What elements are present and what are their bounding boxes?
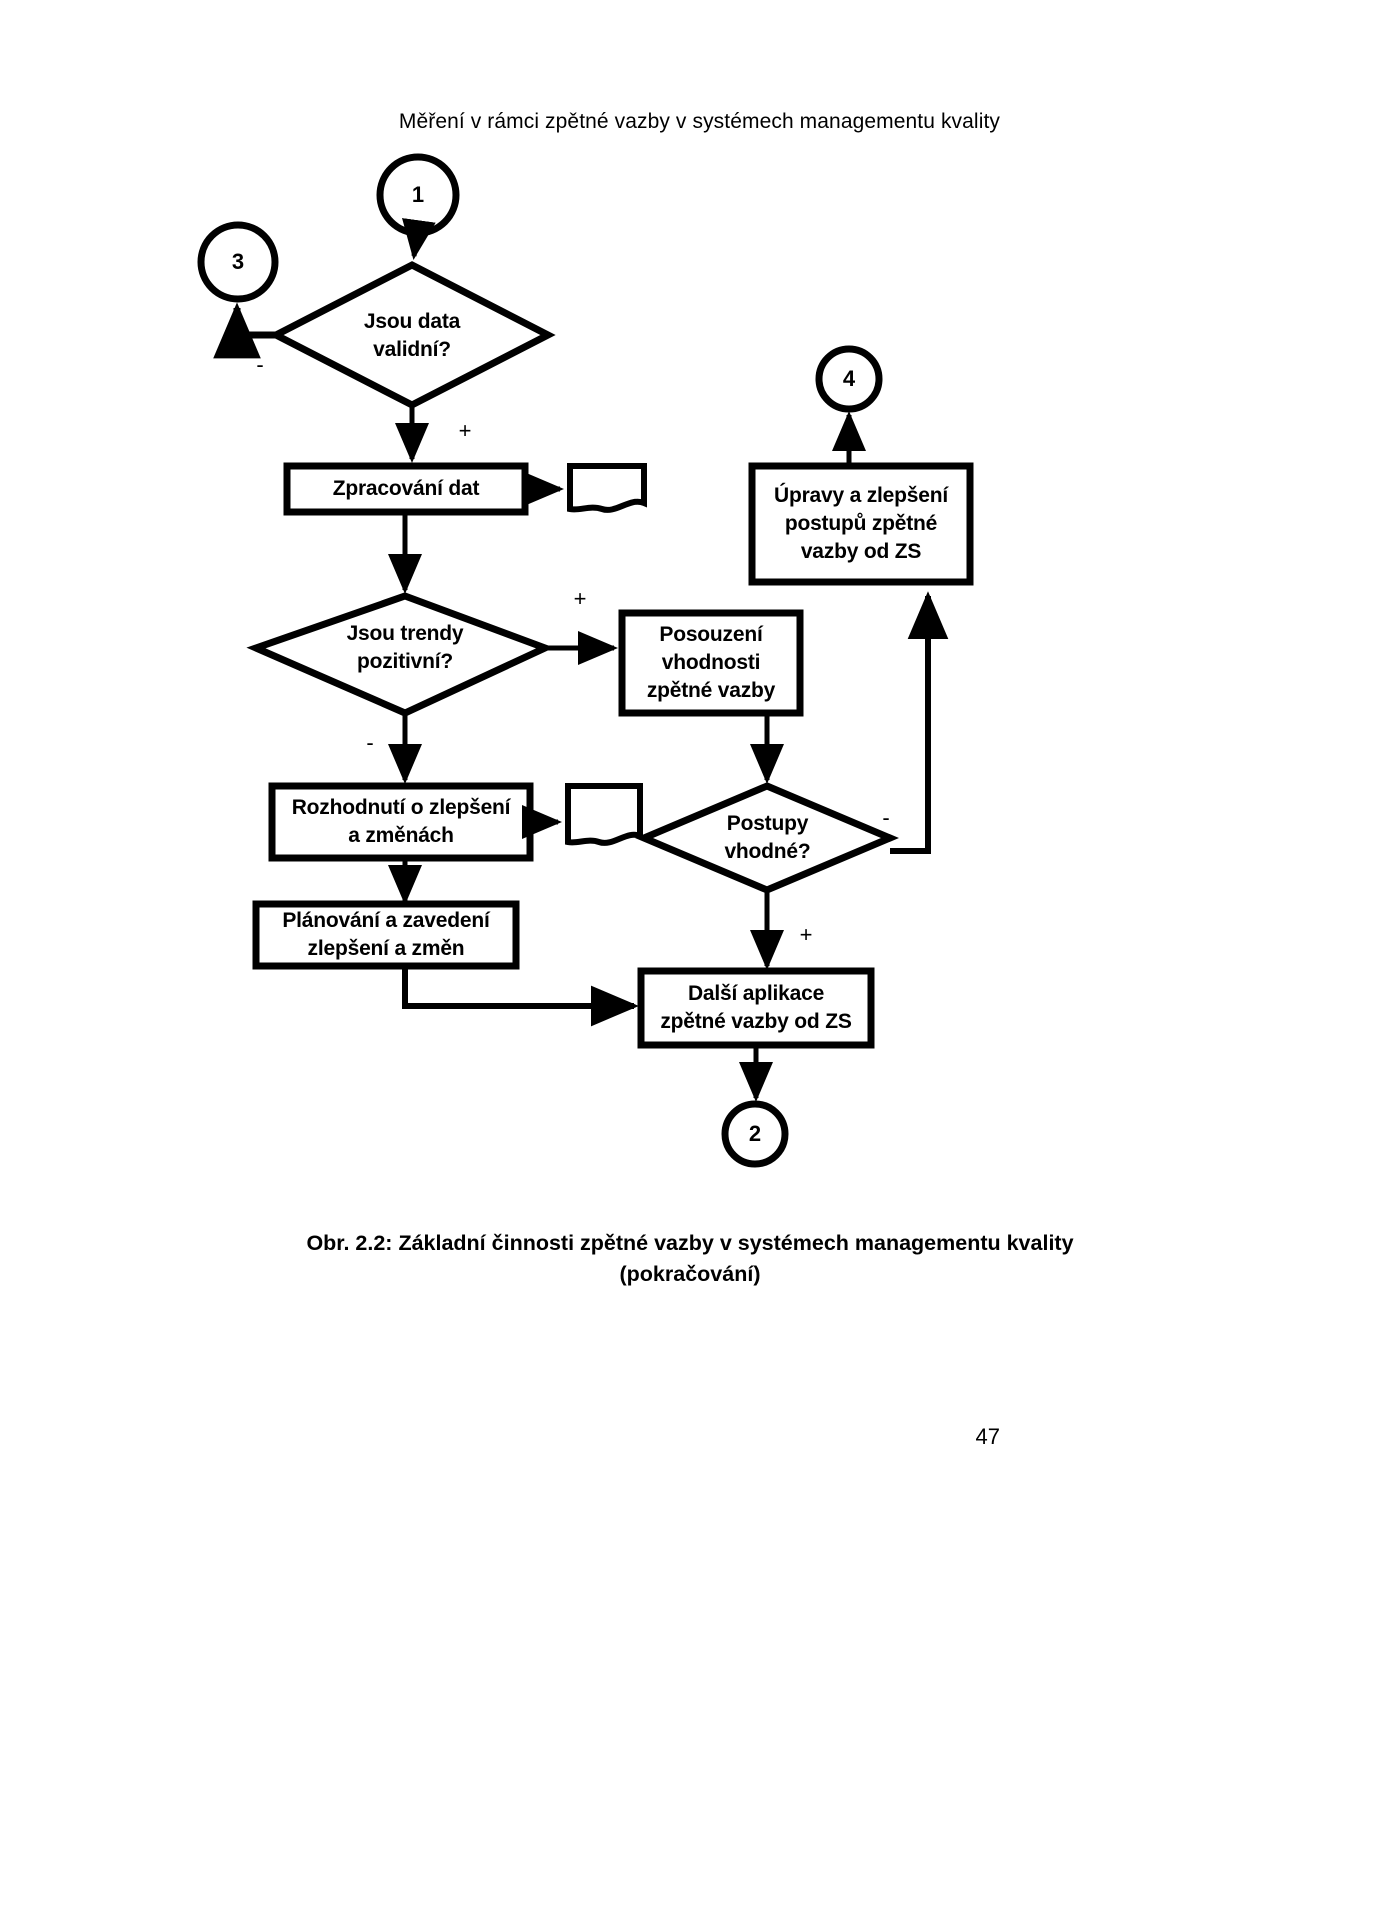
edge-label-d3-negative: - bbox=[882, 805, 890, 830]
connector-circle-4-label: 4 bbox=[842, 366, 856, 391]
process-zpracovani-dat bbox=[283, 462, 529, 516]
document-shape-1 bbox=[567, 463, 647, 513]
running-header: Měření v rámci zpětné vazby v systémech … bbox=[398, 110, 1000, 133]
figure-caption-line2: (pokračování) bbox=[619, 1262, 761, 1287]
figure-caption-line1: Obr. 2.2: Základní činnosti zpětné vazby… bbox=[306, 1231, 1074, 1255]
figure-caption: Obr. 2.2: Základní činnosti zpětné vazby… bbox=[180, 1228, 1200, 1290]
edge-d1-neg-to-c3 bbox=[213, 302, 276, 359]
page-number: 47 bbox=[975, 1424, 1000, 1449]
connector-circle-4 bbox=[815, 345, 883, 413]
process-posouzeni-vhodnosti bbox=[618, 609, 804, 717]
process-dalsi-aplikace bbox=[637, 967, 875, 1049]
connector-circle-3 bbox=[197, 221, 279, 303]
decision-jsou-data-validni bbox=[268, 261, 556, 409]
edge-label-d3-positive: + bbox=[799, 922, 813, 947]
edge-label-d2-positive: + bbox=[573, 586, 587, 611]
process-planovani-a-zavedeni bbox=[252, 900, 520, 970]
connector-circle-2 bbox=[721, 1100, 789, 1168]
connector-circle-1-label: 1 bbox=[411, 182, 425, 207]
edge-c1-to-d1 bbox=[402, 218, 436, 260]
document-shape-2 bbox=[565, 783, 643, 846]
decision-jsou-trendy-pozitivni bbox=[246, 592, 555, 717]
edge-label-d1-negative: - bbox=[256, 352, 264, 377]
connector-circle-3-label: 3 bbox=[231, 249, 245, 274]
decision-postupy-vhodne bbox=[635, 782, 899, 894]
edge-p4-to-p5 bbox=[402, 966, 639, 1027]
edge-d3-neg-to-p6 bbox=[890, 591, 949, 854]
process-rozhodnuti-o-zlepseni bbox=[268, 782, 534, 862]
process-upravy-a-zlepseni bbox=[748, 462, 974, 586]
connector-circle-2-label: 2 bbox=[748, 1121, 762, 1146]
edge-label-d1-positive: + bbox=[458, 418, 472, 443]
edge-label-d2-negative: - bbox=[366, 730, 374, 755]
